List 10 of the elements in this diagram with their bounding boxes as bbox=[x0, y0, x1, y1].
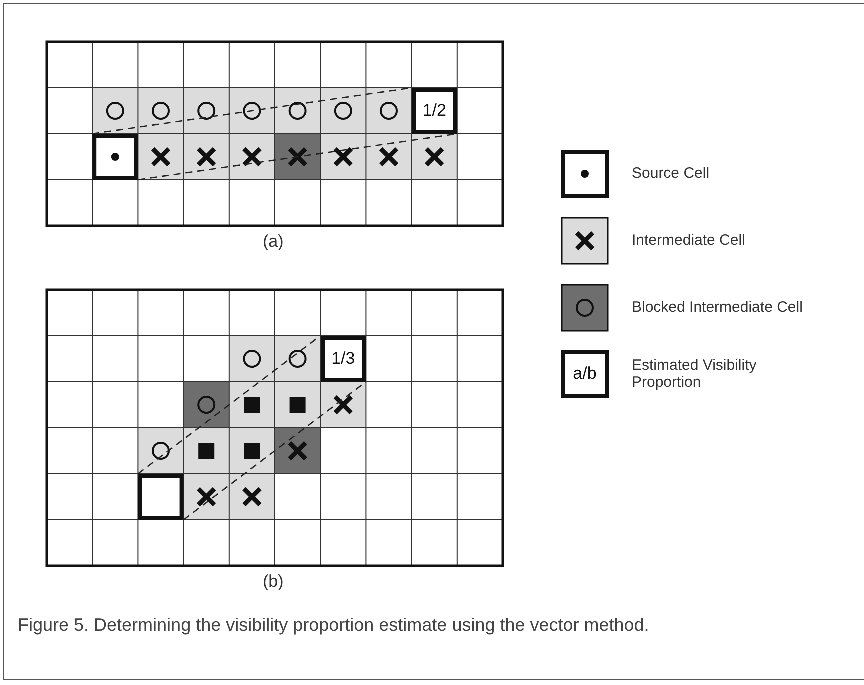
legend-label: Blocked Intermediate Cell bbox=[632, 299, 804, 316]
proportion-box: a/b bbox=[561, 350, 609, 398]
legend-label: Estimated Visibility Proportion bbox=[632, 357, 758, 391]
proportion-box: 1/3 bbox=[320, 336, 366, 382]
legend-label: Source Cell bbox=[632, 165, 711, 182]
figure-caption: Figure 5. Determining the visibility proportion estimate using the vector method. bbox=[18, 614, 650, 637]
panel-label: (b) bbox=[263, 572, 284, 592]
legend-label: Intermediate Cell bbox=[632, 232, 746, 249]
panel-label: (a) bbox=[263, 232, 284, 252]
proportion-box: 1/2 bbox=[412, 88, 458, 134]
